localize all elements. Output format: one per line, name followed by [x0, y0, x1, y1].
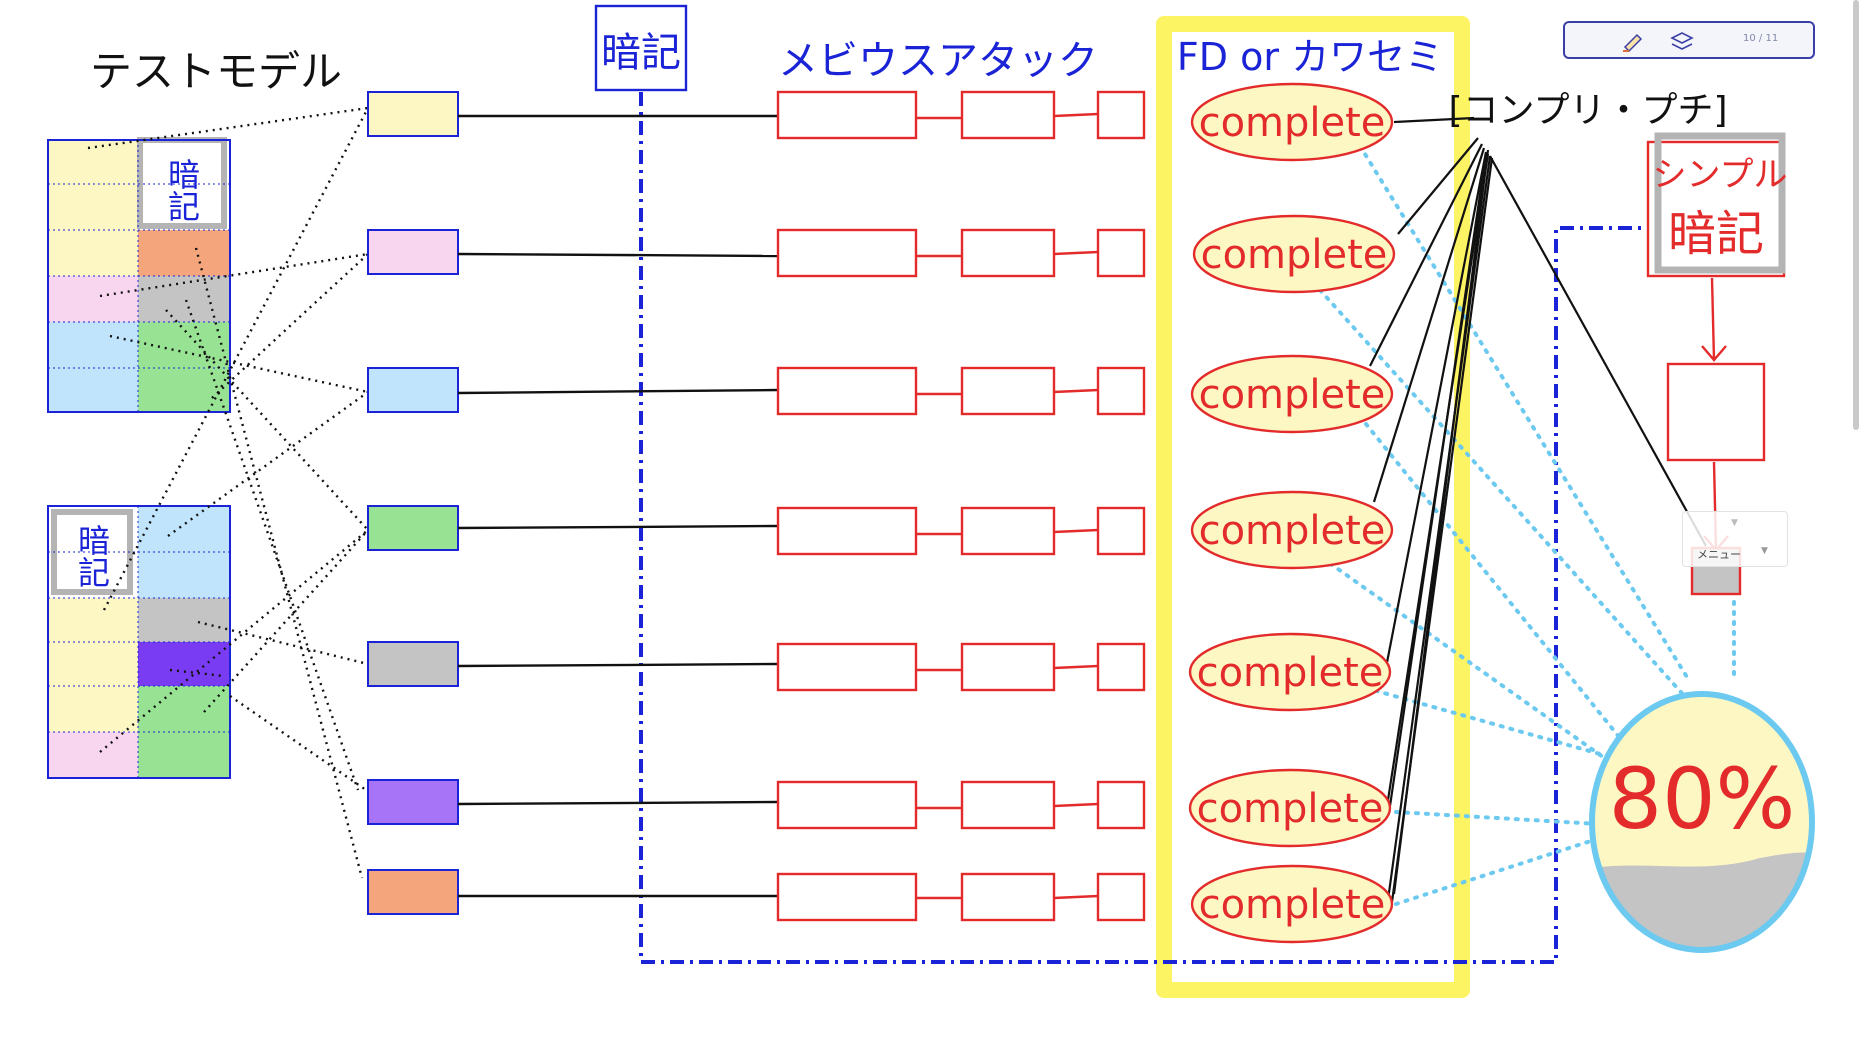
chevron-down-icon[interactable]: ▼ — [1731, 518, 1738, 528]
complete-label-2: complete — [1201, 232, 1388, 278]
mobius-chain-2 — [776, 228, 1146, 278]
complete-label-5: complete — [1197, 650, 1384, 696]
complete-labels: complete complete complete complete comp… — [1197, 100, 1388, 928]
table-top-anki-label: 暗記 — [163, 158, 201, 222]
row-box-purple — [367, 779, 459, 825]
fd-label: FD or カワセミ — [1177, 35, 1443, 79]
page-indicator: 10 / 11 — [1743, 33, 1779, 44]
test-model-label: テストモデル — [90, 47, 342, 96]
anki-header-box — [594, 4, 688, 92]
layers-icon[interactable] — [1668, 29, 1696, 53]
complete-label-4: complete — [1199, 508, 1386, 554]
complete-label-3: complete — [1199, 372, 1386, 418]
percent-label: 80% — [1609, 750, 1796, 848]
row-box-yellow — [367, 91, 459, 137]
complete-label-6: complete — [1197, 786, 1384, 832]
complete-puchi-label: [コンプリ・プチ] — [1448, 90, 1727, 131]
anki-header-label: 暗記 — [601, 30, 681, 76]
row-box-pink — [367, 229, 459, 275]
complete-label-7: complete — [1199, 882, 1386, 928]
mobius-chain-6 — [776, 780, 1146, 830]
mobius-attack-label: メビウスアタック — [778, 38, 1098, 84]
dotted-connectors-left — [87, 106, 370, 879]
fd-column-highlight — [1156, 16, 1470, 998]
menu-popup[interactable]: ▼ メニュー ▼ — [1682, 511, 1788, 567]
vertical-scrollbar[interactable] — [1853, 0, 1859, 430]
top-toolbar: 10 / 11 — [1563, 21, 1815, 59]
row-box-orange — [367, 869, 459, 915]
mobius-chain-4 — [776, 506, 1146, 556]
row-box-blue — [367, 367, 459, 413]
row-color-boxes — [367, 91, 459, 915]
row-connector-lines — [457, 114, 779, 898]
complete-ellipses — [1188, 82, 1396, 944]
complete-label-1: complete — [1199, 100, 1386, 146]
anki-boundary-line — [639, 92, 1650, 964]
mobius-chain-1 — [776, 90, 1146, 140]
simple-anki-label-line1: シンプル — [1653, 155, 1788, 195]
mobius-chain-3 — [776, 366, 1146, 416]
row-box-gray — [367, 641, 459, 687]
cyan-dotted-links — [1312, 144, 1736, 906]
test-model-table-top — [47, 137, 231, 413]
menu-label[interactable]: メニュー — [1697, 548, 1741, 561]
mobius-attack-chains — [776, 90, 1146, 922]
row-box-green — [367, 505, 459, 551]
test-model-table-bottom — [47, 505, 231, 779]
pen-icon[interactable] — [1619, 29, 1647, 53]
chevron-down-icon[interactable]: ▼ — [1761, 546, 1768, 556]
mobius-chain-5 — [776, 642, 1146, 692]
table-bottom-anki-label: 暗記 — [73, 524, 111, 588]
simple-anki-label-line2: 暗記 — [1668, 206, 1764, 262]
mobius-chain-7 — [776, 872, 1146, 922]
complete-puchi-links — [1369, 116, 1707, 903]
